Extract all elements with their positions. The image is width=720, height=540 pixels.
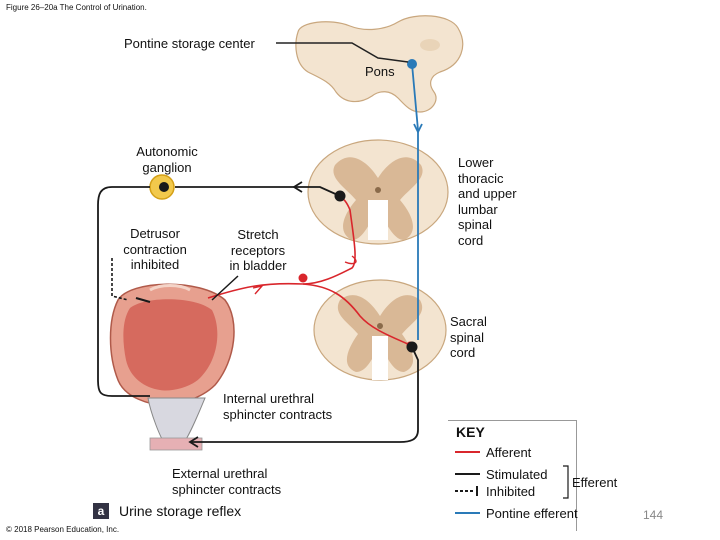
upper-spinal-cord-section — [307, 139, 449, 245]
key-efferent-label: Efferent — [572, 475, 618, 490]
stretch-receptors-label: Stretch receptors in bladder — [229, 227, 287, 274]
bladder-illustration — [109, 283, 235, 451]
key-stimulated-label: Stimulated — [486, 467, 548, 482]
copyright-notice: © 2018 Pearson Education, Inc. — [6, 525, 120, 534]
sacral-spinal-cord-label: Sacral spinal cord — [450, 314, 487, 361]
key-afferent-label: Afferent — [486, 445, 532, 460]
key-heading: KEY — [456, 424, 485, 440]
key-samples — [455, 451, 569, 514]
lower-thoracic-label: Lower thoracic and upper lumbar spinal c… — [458, 155, 517, 248]
external-sphincter-label: External urethral sphincter contracts — [172, 466, 282, 497]
internal-sphincter-label: Internal urethral sphincter contracts — [223, 391, 333, 422]
pontine-efferent-pathway — [407, 59, 423, 340]
pons-illustration — [295, 15, 464, 113]
key-box — [448, 420, 577, 531]
efferent-pathway — [97, 181, 419, 448]
detrusor-label: Detrusor contraction inhibited — [123, 226, 187, 273]
figure-caption: Figure 26–20a The Control of Urination. — [6, 3, 147, 12]
key-pontine-efferent-label: Pontine efferent — [486, 506, 578, 521]
sacral-spinal-cord-section — [313, 279, 447, 381]
panel-title: Urine storage reflex — [119, 503, 242, 519]
pontine-storage-center-label: Pontine storage center — [124, 36, 255, 51]
key-inhibited-label: Inhibited — [486, 484, 536, 499]
autonomic-ganglion-label: Autonomic ganglion — [136, 144, 198, 175]
panel-letter-badge: a — [93, 503, 109, 519]
afferent-pathway — [207, 195, 414, 349]
page-number: 144 — [643, 508, 664, 522]
autonomic-ganglion — [149, 174, 175, 200]
pons-label: Pons — [365, 64, 395, 79]
pontine-leader-line — [276, 42, 409, 63]
